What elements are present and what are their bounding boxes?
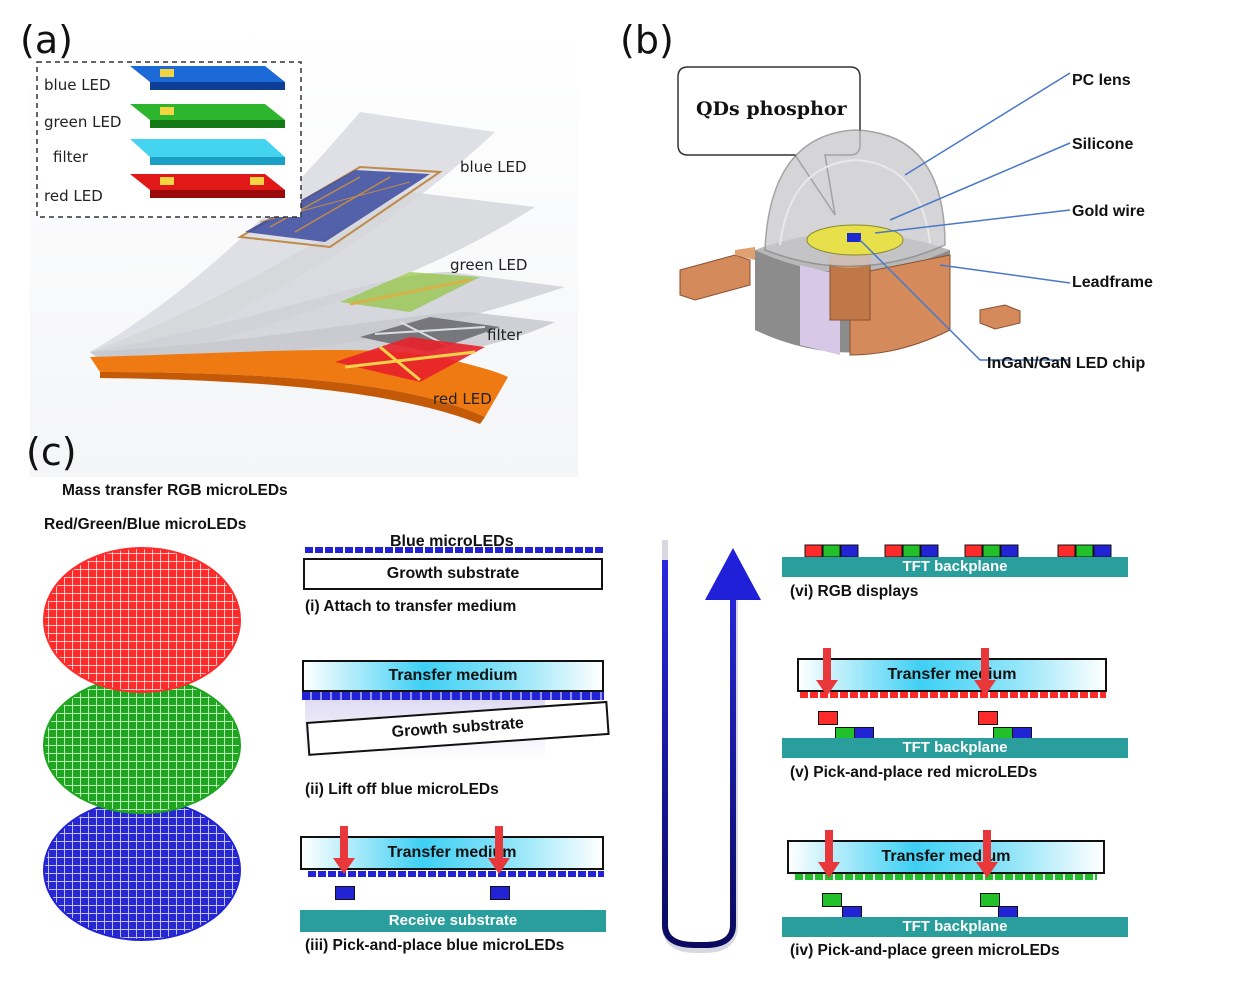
part-label-silicone: Silicone bbox=[1072, 136, 1134, 153]
step1-growth-substrate: Growth substrate bbox=[303, 558, 603, 590]
red-push-arrow-icon bbox=[816, 648, 838, 696]
panel-c-subtitle: Red/Green/Blue microLEDs bbox=[44, 516, 247, 533]
flexible-led-layers-illustration bbox=[36, 61, 565, 424]
step3-placed-blue-led bbox=[335, 886, 355, 900]
layer-label-green-led: green LED bbox=[450, 256, 528, 274]
red-push-arrow-icon bbox=[333, 826, 355, 874]
legend-red-layer bbox=[130, 174, 285, 198]
led-chip bbox=[847, 233, 861, 242]
step2-transfer-medium: Transfer medium bbox=[302, 660, 604, 692]
step4-placed-green-led bbox=[980, 893, 1000, 907]
callout-qds-phosphor: QDs phosphor bbox=[696, 98, 847, 120]
step5-red-microled-row bbox=[800, 692, 1106, 698]
step1-blue-microled-row bbox=[305, 547, 603, 553]
step5-caption: (v) Pick-and-place red microLEDs bbox=[790, 764, 1038, 781]
rgb-pixel bbox=[964, 544, 1019, 558]
part-label-led-chip: InGaN/GaN LED chip bbox=[987, 355, 1146, 372]
rgb-pixel bbox=[804, 544, 859, 558]
step3-blue-microled-row bbox=[308, 871, 604, 877]
step2-caption: (ii) Lift off blue microLEDs bbox=[305, 781, 499, 798]
step6-tft-backplane-label: TFT backplane bbox=[902, 558, 1008, 575]
qd-led-package-illustration bbox=[677, 66, 1071, 361]
step4-tft-backplane-label: TFT backplane bbox=[902, 918, 1008, 935]
step2-blue-microled-row bbox=[302, 692, 604, 700]
panel-b-label: (b) bbox=[620, 18, 674, 62]
part-label-leadframe: Leadframe bbox=[1072, 274, 1153, 291]
legend-label-green-led: green LED bbox=[44, 113, 122, 131]
blue-wafer bbox=[43, 799, 241, 941]
step3-transfer-medium-label: Transfer medium bbox=[387, 844, 517, 861]
leadframe-left-tab bbox=[679, 254, 751, 301]
leader-lines bbox=[859, 72, 1071, 361]
red-led-array bbox=[335, 337, 485, 382]
rgb-pixel bbox=[1057, 544, 1112, 558]
layer-label-red-led: red LED bbox=[433, 390, 492, 408]
step2-growth-substrate-label: Growth substrate bbox=[391, 714, 525, 742]
step3-receive-substrate-label: Receive substrate bbox=[388, 912, 518, 929]
step4-push-arrows bbox=[818, 830, 998, 878]
step6-tft-backplane: TFT backplane bbox=[782, 557, 1128, 577]
legend-label-blue-led: blue LED bbox=[44, 76, 111, 94]
red-push-arrow-icon bbox=[818, 830, 840, 878]
step3-placed-blue-led bbox=[490, 886, 510, 900]
leadframe-right-tab bbox=[979, 304, 1021, 330]
step6-caption: (vi) RGB displays bbox=[790, 583, 919, 600]
legend-label-red-led: red LED bbox=[44, 187, 103, 205]
step5-push-arrows bbox=[816, 648, 996, 696]
legend-label-filter: filter bbox=[53, 148, 88, 166]
layer-label-filter: filter bbox=[487, 326, 522, 344]
step4-transfer-medium: Transfer medium bbox=[787, 840, 1105, 874]
step5-tft-backplane-label: TFT backplane bbox=[902, 739, 1008, 756]
rgb-pixel bbox=[884, 544, 939, 558]
legend-filter-layer bbox=[130, 139, 285, 165]
pc-lens-dome bbox=[764, 129, 946, 267]
layer-label-blue-led: blue LED bbox=[460, 158, 527, 176]
copper-post bbox=[829, 259, 871, 321]
step3-receive-substrate: Receive substrate bbox=[300, 910, 606, 932]
up-arrow-head-icon bbox=[705, 548, 761, 600]
step4-tft-backplane: TFT backplane bbox=[782, 917, 1128, 937]
rgb-wafers-illustration bbox=[43, 547, 241, 941]
step4-transfer-medium-label: Transfer medium bbox=[881, 848, 1011, 865]
step3-caption: (iii) Pick-and-place blue microLEDs bbox=[305, 937, 565, 954]
step4-caption: (iv) Pick-and-place green microLEDs bbox=[790, 942, 1060, 959]
step1-growth-substrate-label: Growth substrate bbox=[386, 565, 520, 582]
step4-green-microled-row bbox=[795, 874, 1097, 880]
step3-transfer-medium: Transfer medium bbox=[300, 836, 604, 870]
process-flow-arrow bbox=[662, 540, 761, 953]
step5-placed-red-led bbox=[978, 711, 998, 725]
step5-transfer-medium: Transfer medium bbox=[797, 658, 1107, 692]
panel-c-title: Mass transfer RGB microLEDs bbox=[62, 482, 288, 499]
step5-tft-backplane: TFT backplane bbox=[782, 738, 1128, 758]
sheet-2 bbox=[90, 192, 535, 367]
step1-blue-microleds-label: Blue microLEDs bbox=[390, 533, 514, 550]
red-push-arrow-icon bbox=[976, 830, 998, 878]
step4-placed-green-led bbox=[822, 893, 842, 907]
part-label-pc-lens: PC lens bbox=[1072, 72, 1131, 89]
part-label-gold-wire: Gold wire bbox=[1072, 203, 1145, 220]
panel-a-label: (a) bbox=[20, 18, 73, 62]
step5-placed-red-led bbox=[818, 711, 838, 725]
green-led-array bbox=[340, 272, 480, 312]
step3-push-arrows bbox=[333, 826, 510, 874]
step1-caption: (i) Attach to transfer medium bbox=[305, 598, 517, 615]
up-arrow-shaft bbox=[662, 560, 736, 948]
panel-c-label: (c) bbox=[26, 430, 77, 474]
legend-green-layer bbox=[130, 104, 285, 128]
red-wafer bbox=[43, 547, 241, 693]
red-push-arrow-icon bbox=[488, 826, 510, 874]
step2-transfer-medium-label: Transfer medium bbox=[388, 667, 518, 684]
red-push-arrow-icon bbox=[974, 648, 996, 696]
blue-led-array bbox=[236, 165, 443, 249]
green-wafer bbox=[43, 676, 241, 814]
legend-blue-layer bbox=[130, 66, 285, 90]
